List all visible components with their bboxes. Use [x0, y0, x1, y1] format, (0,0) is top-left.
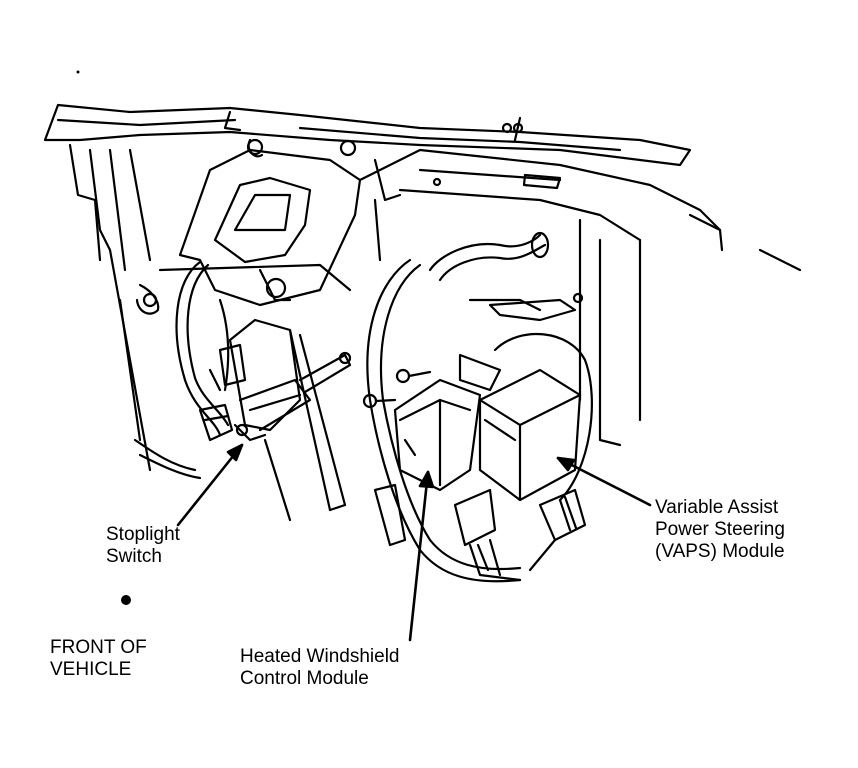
front-marker-dot: [121, 595, 131, 605]
right-dash: [358, 148, 802, 447]
vaps-module-label: Variable Assist Power Steering (VAPS) Mo…: [655, 497, 785, 563]
heated-arrowhead: [418, 470, 435, 489]
backing-plate: [493, 332, 593, 502]
stoplight-arrowhead: [226, 443, 244, 462]
pedal-support: [263, 328, 347, 522]
heated-windshield-module-drawing: [362, 353, 502, 492]
column-bracket: [158, 138, 362, 307]
dashboard-top: [43, 103, 692, 167]
heated-leader: [408, 470, 430, 642]
vaps-line-1: Variable Assist: [655, 497, 779, 518]
front-of-vehicle-label: FRONT OF VEHICLE: [50, 637, 147, 681]
main-harness: [366, 231, 577, 583]
vaps-leader: [556, 456, 652, 507]
stoplight-switch-drawing: [208, 318, 352, 442]
stoplight-line-1: Stoplight: [106, 524, 180, 545]
heated-windshield-label: Heated Windshield Control Module: [240, 646, 399, 690]
stoplight-line-2: Switch: [106, 546, 162, 567]
heated-line-2: Control Module: [240, 668, 369, 689]
vaps-line-2: Power Steering: [655, 519, 785, 540]
leader-arrows: [176, 443, 652, 642]
vaps-line-3: (VAPS) Module: [655, 541, 785, 562]
vaps-arrowhead: [556, 456, 576, 472]
left-harness: [133, 260, 234, 480]
left-panel: [68, 143, 160, 472]
vaps-module-drawing: [453, 368, 587, 582]
front-line-2: VEHICLE: [50, 659, 132, 680]
stoplight-leader: [176, 443, 244, 527]
corner-speck: [76, 70, 80, 74]
front-line-1: FRONT OF: [50, 637, 147, 658]
heated-line-1: Heated Windshield: [240, 646, 400, 667]
stoplight-switch-label: Stoplight Switch: [106, 524, 180, 568]
